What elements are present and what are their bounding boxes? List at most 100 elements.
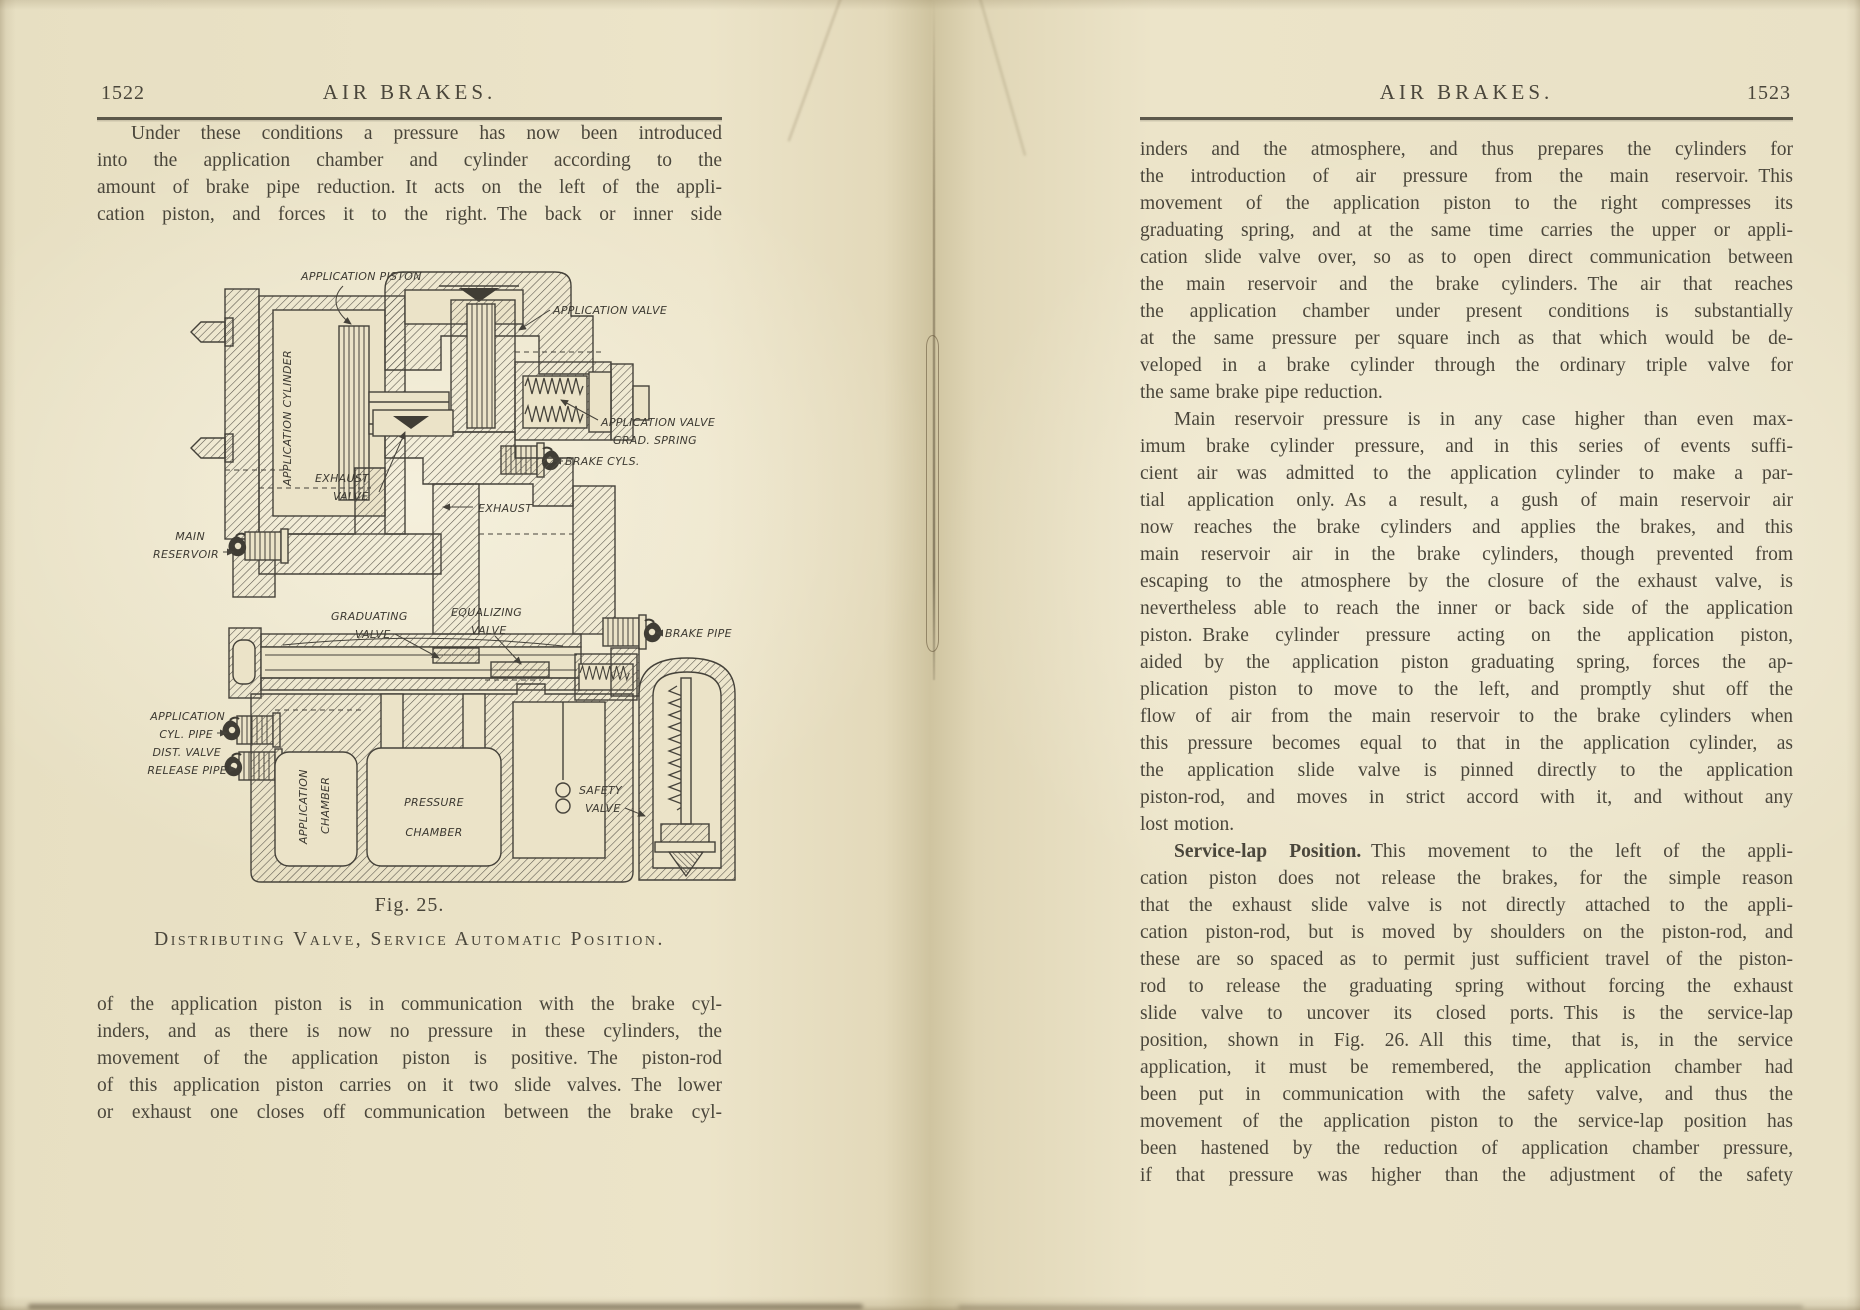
page-left: 1522 AIR BRAKES. Under these conditions … (97, 80, 736, 1126)
binding-thread (926, 335, 939, 652)
text-line: main reservoir air in the brake cylinder… (1140, 543, 1793, 565)
paragraph-5: Service-lap Position. This movement to t… (1140, 838, 1793, 1189)
figure-25-drawing: APPLICATION CYLINDER APPLICATION PISTON (147, 270, 736, 883)
text-line: tial application only. As a result, a gu… (1140, 489, 1793, 511)
figure-label-application-valve: APPLICATION VALVE (552, 304, 667, 317)
page-right: AIR BRAKES. 1523 inders and the atmosphe… (1140, 80, 1793, 1189)
header-rule-left (97, 117, 722, 120)
text-line: nevertheless able to reach the inner or … (1140, 597, 1793, 619)
paragraph-1: Under these conditions a pressure has no… (97, 120, 722, 228)
text-line: been hastened by the reduction of applic… (1140, 1137, 1793, 1159)
text-line: the application chamber under present co… (1140, 300, 1793, 322)
text-line: Main reservoir pressure is in any case h… (1174, 408, 1793, 430)
figure-label-application-cylinder: APPLICATION CYLINDER (281, 350, 294, 487)
figure-label-pressure-chamber-2: CHAMBER (405, 826, 462, 839)
text-line: now reaches the brake cylinders and appl… (1140, 516, 1793, 538)
text-line: application, it must be remembered, the … (1140, 1056, 1793, 1078)
text-line: movement of the application piston is po… (97, 1047, 722, 1069)
page-number-left: 1522 (101, 82, 145, 104)
figure-label-dist-valve-release-2: RELEASE PIPE (147, 764, 227, 777)
text-line: Service-lap Position. This movement to t… (1174, 840, 1793, 862)
paper-crease-right (975, 0, 1027, 156)
bottom-shadow-left (28, 1304, 863, 1309)
text-line: piston. Brake cylinder pressure acting o… (1140, 624, 1793, 646)
text-line: cient air was admitted to the applicatio… (1140, 462, 1793, 484)
paragraph-4: Main reservoir pressure is in any case h… (1140, 406, 1793, 838)
text-line: cation piston does not release the brake… (1140, 867, 1793, 889)
text-line: amount of brake pipe reduction. It acts … (97, 176, 722, 198)
figure-title: Distributing Valve, Service Automatic Po… (154, 928, 665, 950)
figure-label-exhaust-valve-2: VALVE (333, 490, 369, 503)
header-rule-right (1140, 117, 1793, 120)
text-line: or exhaust one closes off communication … (97, 1101, 722, 1123)
text-line: that the exhaust slide valve is not dire… (1140, 894, 1793, 916)
figure-label-brake-cyls: BRAKE CYLS. (565, 455, 640, 468)
figure-label-equalizing-valve-2: VALVE (471, 624, 507, 637)
figure-central-body (225, 351, 616, 635)
text-line: the introduction of air pressure from th… (1140, 165, 1793, 187)
page-left-header: 1522 AIR BRAKES. (97, 80, 722, 110)
figure-grad-spring-assembly (514, 360, 650, 441)
text-line: the application slide valve is pinned di… (1140, 759, 1793, 781)
running-title-left: AIR BRAKES. (322, 80, 497, 104)
figure-slide-valve-assembly (228, 626, 582, 699)
page-number-right: 1523 (1747, 82, 1791, 104)
text-line: rod to release the graduating spring wit… (1140, 975, 1793, 997)
figure-caption: Fig. 25. Distributing Valve, Service Aut… (97, 894, 722, 951)
figure-safety-valve (610, 646, 736, 881)
text-line: cation piston-rod, but is moved by shoul… (1140, 921, 1793, 943)
figure-label-equalizing-valve-1: EQUALIZING (451, 606, 522, 619)
text-line: movement of the application piston to th… (1140, 1110, 1793, 1132)
text-line: if that pressure was higher than the adj… (1140, 1164, 1793, 1186)
text-line: piston-rod, and moves in strict accord w… (1140, 786, 1793, 808)
text-line: these are so spaced as to permit just su… (1140, 948, 1793, 970)
figure-label-grad-spring-1: APPLICATION VALVE (600, 416, 715, 429)
text-line: inders, and as there is now no pressure … (97, 1020, 722, 1042)
figure-label-dist-valve-release-1: DIST. VALVE (152, 746, 221, 759)
figure-application-valve (450, 298, 516, 433)
text-line: cation piston, and forces it to the righ… (97, 203, 722, 225)
paragraph-2: of the application piston is in communic… (97, 991, 722, 1126)
figure-label-application-chamber-1: APPLICATION (297, 769, 310, 845)
text-line: the same brake pipe reduction. (1140, 381, 1383, 403)
figure-label-grad-spring-2: GRAD. SPRING (613, 434, 697, 447)
paper-crease-left (787, 0, 845, 142)
text-line: Under these conditions a pressure has no… (131, 122, 722, 144)
figure-label-exhaust-valve-1: EXHAUST (315, 472, 370, 485)
text-line: aided by the application piston graduati… (1140, 651, 1793, 673)
figure-label-main-reservoir-1: MAIN (175, 530, 205, 543)
text-line: of the application piston is in communic… (97, 993, 722, 1015)
text-line: imum brake cylinder pressure, and in thi… (1140, 435, 1793, 457)
text-line: been put in communication with the safet… (1140, 1083, 1793, 1105)
text-line: slide valve to uncover its closed ports.… (1140, 1002, 1793, 1024)
text-line: the main reservoir and the brake cylinde… (1140, 273, 1793, 295)
text-line: movement of the application piston to th… (1140, 192, 1793, 214)
running-title-right: AIR BRAKES. (1379, 80, 1554, 104)
text-line: into the application chamber and cylinde… (97, 149, 722, 171)
figure-label-graduating-valve-1: GRADUATING (331, 610, 408, 623)
figure-label-exhaust: EXHAUST (478, 502, 533, 515)
text-line: this pressure becomes equal to that in t… (1140, 732, 1793, 754)
text-line: cation slide valve over, so as to open d… (1140, 246, 1793, 268)
text-line: graduating spring, and at the same time … (1140, 219, 1793, 241)
text-line: escaping to the atmosphere by the closur… (1140, 570, 1793, 592)
figure-label-graduating-valve-2: VALVE (355, 628, 391, 641)
figure-label-application-cyl-pipe-2: CYL. PIPE (159, 728, 213, 741)
figure-25: APPLICATION CYLINDER APPLICATION PISTON (133, 234, 763, 890)
figure-label-pressure-chamber-1: PRESSURE (404, 796, 464, 809)
text-line: flow of air from the main reservoir to t… (1140, 705, 1793, 727)
text-line: position, shown in Fig. 26. All this tim… (1140, 1029, 1793, 1051)
page-right-header: AIR BRAKES. 1523 (1140, 80, 1793, 110)
figure-label-safety-valve-1: SAFETY (579, 784, 623, 797)
figure-label-application-chamber-2: CHAMBER (319, 776, 332, 833)
text-line: of this application piston carries on it… (97, 1074, 722, 1096)
text-line: plication piston to move to the left, an… (1140, 678, 1793, 700)
figure-label-main-reservoir-2: RESERVOIR (153, 548, 219, 561)
text-line: at the same pressure per square inch as … (1140, 327, 1793, 349)
figure-bottom-body (250, 679, 634, 883)
bottom-shadow-right (958, 1305, 1803, 1309)
text-line: veloped in a brake cylinder through the … (1140, 354, 1793, 376)
text-line: lost motion. (1140, 813, 1235, 835)
text-line: inders and the atmosphere, and thus prep… (1140, 138, 1793, 160)
